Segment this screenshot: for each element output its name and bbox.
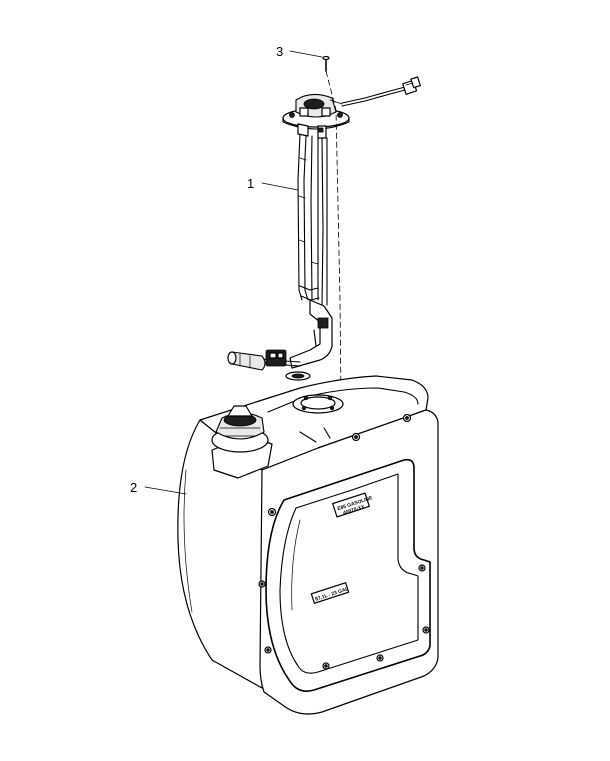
item-1-fuel-pump-assembly [227, 76, 421, 381]
assembly-axis-line [325, 70, 342, 403]
callout-2: 2 [130, 480, 187, 495]
callout-1-label: 1 [247, 176, 254, 191]
callout-2-label: 2 [130, 480, 137, 495]
callout-2-leader [144, 486, 187, 495]
item-2-fuel-tank: E85 GASOLINE 40970-XX 87.1L - 23 GAL [177, 375, 439, 715]
level-sender [265, 349, 287, 367]
float [227, 351, 266, 371]
callout-1-leader [261, 182, 299, 191]
callout-3-label: 3 [276, 44, 283, 59]
callout-3-leader [289, 50, 323, 58]
pump-opening [292, 394, 344, 414]
item-3-screw [322, 55, 330, 72]
fuel-type-decal: E85 GASOLINE 40970-XX [332, 492, 374, 518]
callout-1: 1 [247, 176, 299, 191]
capacity-decal: 87.1L - 23 GAL [310, 582, 349, 604]
filler-cap [211, 405, 273, 479]
pigtail-connector [402, 76, 421, 95]
callout-3: 3 [276, 44, 323, 59]
